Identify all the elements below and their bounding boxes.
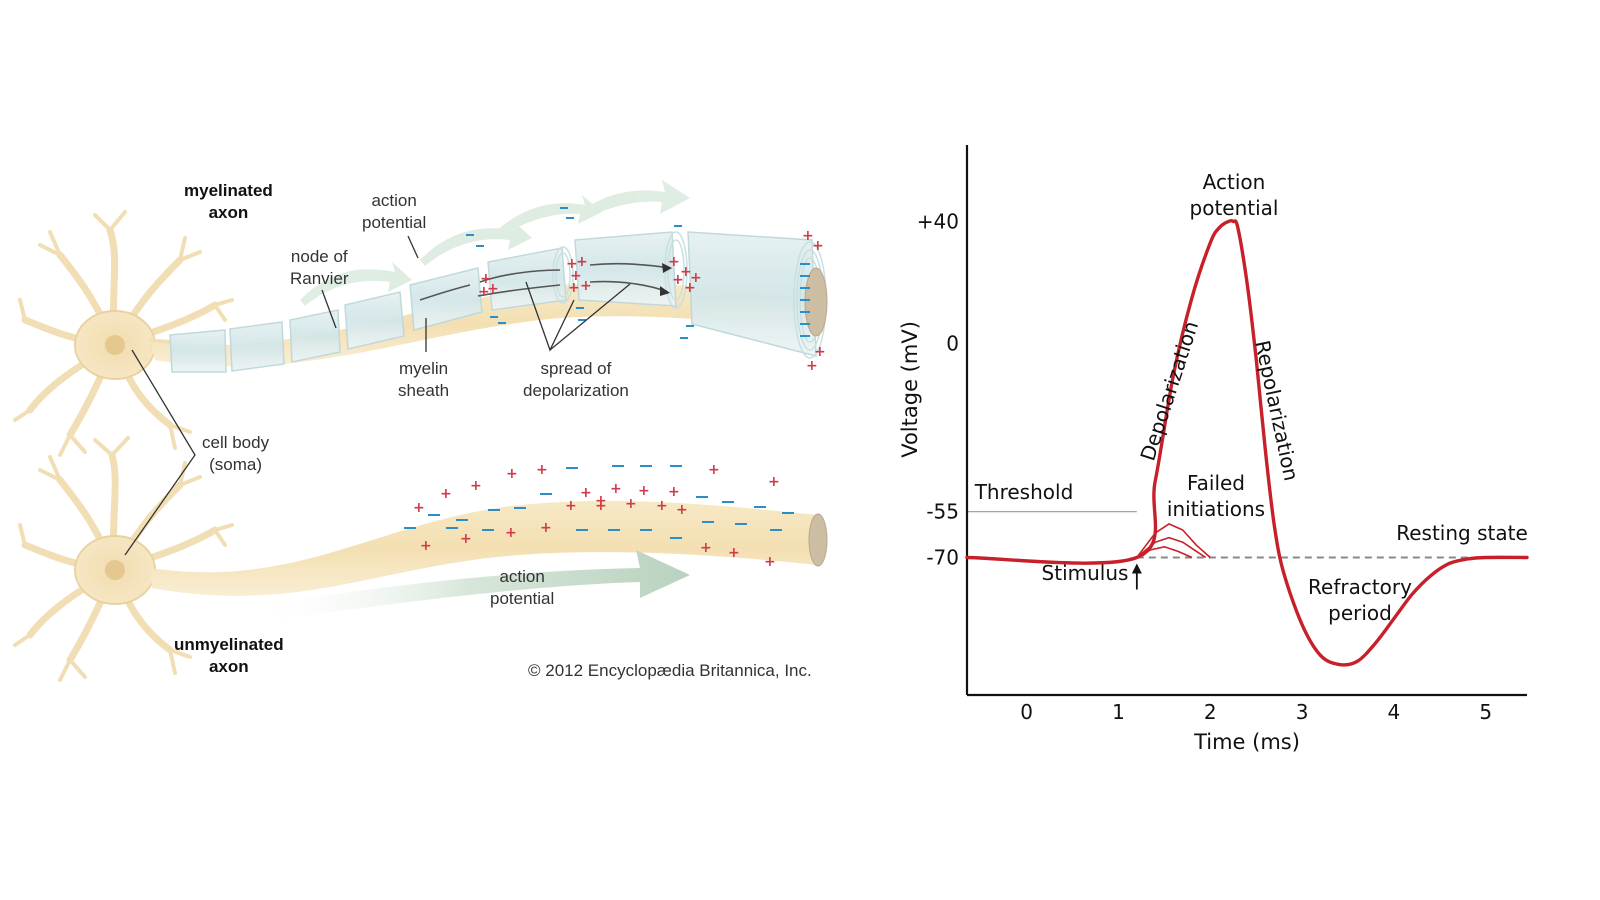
svg-text:+: + bbox=[806, 358, 818, 374]
annotation-failed-line1: Failed bbox=[1187, 471, 1245, 495]
stimulus-arrow-head bbox=[1131, 563, 1142, 574]
svg-text:+: + bbox=[690, 270, 702, 286]
svg-text:+: + bbox=[672, 272, 684, 288]
x-tick-label: 0 bbox=[1020, 700, 1033, 724]
annotation-stimulus: Stimulus bbox=[1042, 561, 1129, 585]
svg-text:+: + bbox=[708, 462, 720, 478]
label-cell-body: cell body(soma) bbox=[202, 433, 270, 474]
action-potential-curve bbox=[965, 218, 1529, 667]
svg-text:+: + bbox=[420, 538, 432, 554]
failed-initiation-curve bbox=[1136, 523, 1211, 559]
annotation-refractory-line1: Refractory bbox=[1308, 575, 1412, 599]
svg-text:+: + bbox=[568, 280, 580, 296]
svg-text:+: + bbox=[802, 228, 814, 244]
svg-text:+: + bbox=[540, 520, 552, 536]
y-tick-label: +40 bbox=[917, 209, 959, 233]
copyright-credit: © 2012 Encyclopædia Britannica, Inc. bbox=[528, 661, 812, 680]
x-tick-label: 3 bbox=[1296, 700, 1309, 724]
svg-text:+: + bbox=[638, 483, 650, 499]
svg-text:+: + bbox=[656, 498, 668, 514]
annotation-repolarization: Repolarization bbox=[1250, 338, 1303, 483]
annotation-resting-state: Resting state bbox=[1396, 521, 1528, 545]
svg-text:+: + bbox=[566, 256, 578, 272]
svg-text:+: + bbox=[668, 484, 680, 500]
svg-text:+: + bbox=[580, 278, 592, 294]
svg-text:+: + bbox=[610, 481, 622, 497]
svg-text:+: + bbox=[506, 466, 518, 482]
annotation-peak-line2: potential bbox=[1190, 196, 1279, 220]
x-tick-label: 2 bbox=[1204, 700, 1217, 724]
x-tick-label: 4 bbox=[1388, 700, 1401, 724]
myelinated-axon: +++ +++++ +++++ ++++ bbox=[150, 180, 828, 374]
svg-text:+: + bbox=[480, 271, 492, 287]
svg-text:+: + bbox=[768, 474, 780, 490]
svg-text:+: + bbox=[668, 254, 680, 270]
svg-text:+: + bbox=[595, 493, 607, 509]
svg-text:+: + bbox=[565, 498, 577, 514]
y-axis-label: Voltage (mV) bbox=[900, 321, 922, 458]
x-tick-label: 5 bbox=[1479, 700, 1492, 724]
y-tick-label: 0 bbox=[946, 332, 959, 356]
reference-lines bbox=[967, 511, 1527, 559]
svg-text:+: + bbox=[478, 284, 490, 300]
unmyelinated-axon: +++++++ ++++++++++ +++++++ bbox=[150, 462, 828, 622]
svg-text:+: + bbox=[576, 254, 588, 270]
annotation-failed-line2: initiations bbox=[1167, 497, 1265, 521]
svg-text:+: + bbox=[440, 486, 452, 502]
svg-text:+: + bbox=[580, 485, 592, 501]
x-axis-label: Time (ms) bbox=[1193, 730, 1300, 754]
series bbox=[965, 218, 1529, 667]
svg-text:+: + bbox=[812, 238, 824, 254]
annotation-depolarization: Depolarization bbox=[1135, 318, 1203, 464]
svg-text:+: + bbox=[487, 281, 499, 297]
svg-text:+: + bbox=[814, 344, 826, 360]
svg-text:+: + bbox=[700, 540, 712, 556]
svg-text:+: + bbox=[413, 500, 425, 516]
axes bbox=[965, 145, 1527, 697]
svg-text:+: + bbox=[470, 478, 482, 494]
svg-text:+: + bbox=[505, 525, 517, 541]
svg-text:+: + bbox=[676, 502, 688, 518]
failed-initiation-curve bbox=[1136, 536, 1207, 559]
svg-text:+: + bbox=[684, 280, 696, 296]
svg-text:+: + bbox=[680, 264, 692, 280]
y-tick-label: -55 bbox=[926, 500, 959, 524]
svg-text:+: + bbox=[764, 554, 776, 570]
svg-text:+: + bbox=[460, 531, 472, 547]
x-tick-label: 1 bbox=[1112, 700, 1125, 724]
svg-text:+: + bbox=[728, 545, 740, 561]
neuron-bottom bbox=[13, 436, 234, 682]
neuron-illustration: +++ +++++ +++++ ++++ bbox=[13, 180, 828, 682]
svg-text:+: + bbox=[625, 496, 637, 512]
annotation-threshold: Threshold bbox=[974, 480, 1074, 504]
svg-text:+: + bbox=[595, 498, 607, 514]
y-tick-label: -70 bbox=[926, 546, 959, 570]
annotation-refractory-line2: period bbox=[1328, 601, 1392, 625]
leader-lines bbox=[124, 235, 631, 556]
annotation-peak-line1: Action bbox=[1203, 170, 1266, 194]
svg-text:+: + bbox=[570, 268, 582, 284]
svg-text:+: + bbox=[536, 462, 548, 478]
